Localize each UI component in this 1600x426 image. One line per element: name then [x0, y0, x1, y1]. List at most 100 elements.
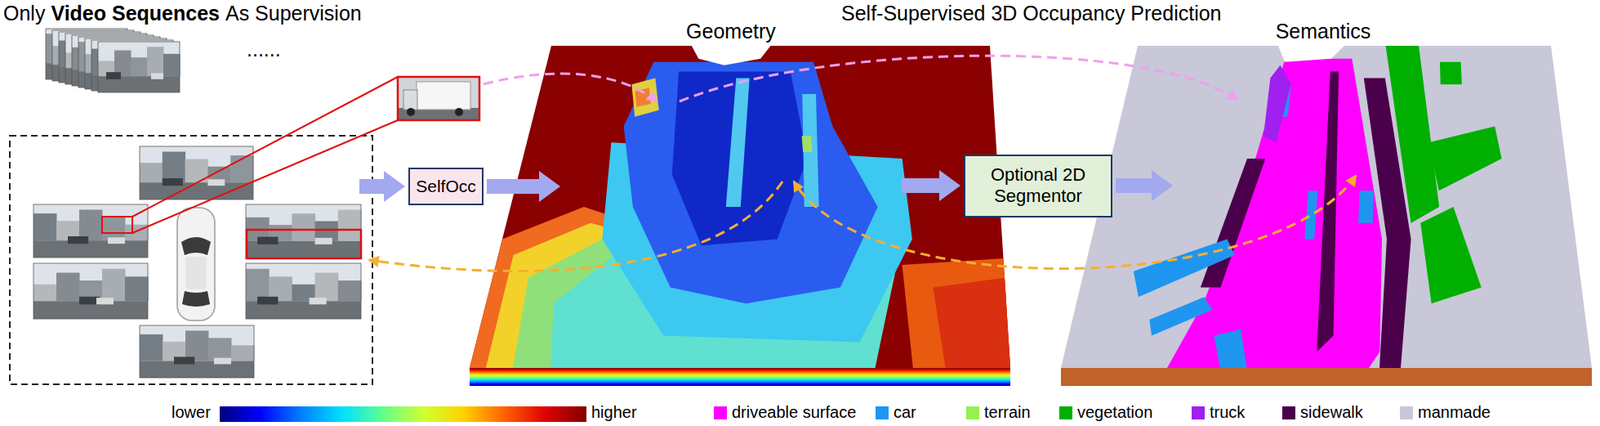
semantic-occupancy-region: [1439, 62, 1462, 85]
legend-item: car: [875, 402, 917, 422]
figure-title: Self-Supervised 3D Occupancy Prediction: [841, 1, 1222, 26]
zoomed-truck: [416, 81, 471, 110]
box-label: Optional 2D Segmentor: [976, 164, 1100, 208]
camera-image: [67, 236, 89, 244]
box-label: SelfOcc: [415, 175, 477, 197]
camera-image: [33, 213, 58, 241]
legend-swatch: [1191, 405, 1205, 419]
legend-swatch: [966, 405, 980, 419]
camera-image: [338, 280, 362, 301]
camera-image: [33, 204, 149, 258]
caption-part: As Supervision: [225, 1, 362, 25]
video-frame: [98, 41, 180, 93]
legend-text: vegetation: [1077, 402, 1153, 422]
caption-part: Video Sequences: [50, 1, 220, 25]
semantic-occupancy-region: [1200, 158, 1266, 288]
camera-image: [33, 262, 148, 319]
camera-image: [257, 236, 278, 245]
caption-part: Only: [3, 1, 45, 25]
ego-car-icon: [182, 290, 210, 307]
geometry-occupancy-region: [726, 77, 750, 207]
geometry-occupancy-region: [802, 135, 813, 152]
view-panel: Geometry: [563, 45, 899, 386]
camera-image: [139, 146, 254, 200]
zoomed-truck: [397, 76, 480, 121]
legend-swatch: [1059, 405, 1073, 419]
semantic-occupancy-region: [1386, 45, 1440, 223]
zoom-marker: [132, 120, 398, 233]
camera-image: [139, 325, 255, 378]
camera-image: [139, 146, 254, 200]
zoom-marker: [246, 229, 362, 259]
camera-image: [231, 344, 255, 361]
video-frame: [130, 57, 148, 76]
zoom-marker: [102, 76, 398, 259]
camera-image: [139, 325, 255, 378]
camera-image: [185, 329, 210, 361]
legend-item: manmade: [1399, 402, 1491, 422]
correspondence-arrow: [483, 73, 657, 102]
video-frame: [163, 53, 181, 76]
color-bar: [219, 405, 587, 422]
camera-image: [245, 204, 362, 259]
camera-image: [79, 209, 103, 241]
flow-arrow: [1115, 178, 1154, 193]
camera-image: [162, 151, 186, 183]
input-arrow: [359, 178, 386, 194]
geometry-occupancy-region: [932, 277, 1011, 368]
semantic-occupancy-region: [1358, 190, 1374, 223]
semantic-occupancy-region: [1428, 126, 1502, 192]
camera-image: [207, 178, 225, 186]
camera-image: [102, 217, 126, 241]
geometry-occupancy-region: [672, 71, 808, 246]
legend-swatch: [1282, 405, 1296, 419]
semantic-occupancy-region: [1263, 65, 1292, 143]
camera-image: [245, 262, 362, 319]
camera-image: [245, 262, 362, 319]
process-box: Optional 2D Segmentor: [963, 154, 1113, 218]
zoom-marker: [132, 76, 398, 217]
video-frame: [106, 71, 121, 80]
legend-text: car: [893, 402, 917, 422]
camera-image: [315, 272, 339, 302]
geometry-occupancy-region: [634, 87, 651, 107]
camera-image: [139, 325, 255, 378]
semantic-occupancy: [1060, 45, 1592, 386]
zoomed-truck: [397, 76, 480, 121]
semantic-occupancy-region: [1133, 238, 1235, 297]
legend-item: terrain: [966, 402, 1031, 422]
camera-image: [245, 204, 362, 259]
camera-image: [245, 204, 362, 259]
camera-image: [33, 262, 148, 319]
camera-image: [139, 146, 255, 200]
zoomed-truck: [397, 76, 480, 121]
ego-car-icon: [177, 207, 215, 321]
camera-image: [102, 268, 126, 301]
camera-image: [291, 213, 316, 241]
zoomed-truck: [403, 89, 418, 110]
geometry-occupancy-region: [902, 258, 1011, 368]
camera-image: [33, 204, 148, 258]
geometry-occupancy-region: [691, 45, 772, 66]
ego-car-icon: [181, 236, 211, 255]
camera-image: [33, 262, 149, 319]
geometry-occupancy-region: [802, 93, 819, 207]
video-frame: [98, 41, 181, 93]
scale-label: lower: [171, 402, 211, 422]
camera-image: [139, 334, 164, 362]
camera-image: [257, 296, 278, 305]
camera-image: [33, 204, 148, 258]
camera-image: [33, 240, 148, 258]
process-box: SelfOcc: [408, 167, 484, 206]
flow-arrow: [901, 178, 941, 193]
legend-swatch: [713, 405, 727, 419]
camera-image: [124, 276, 149, 301]
zoomed-truck: [406, 107, 415, 116]
camera-image: [96, 297, 114, 304]
semantic-occupancy-region: [1167, 58, 1382, 368]
legend-text: driveable surface: [731, 402, 856, 422]
legend-item: truck: [1191, 402, 1245, 422]
flow-arrow: [486, 178, 541, 194]
